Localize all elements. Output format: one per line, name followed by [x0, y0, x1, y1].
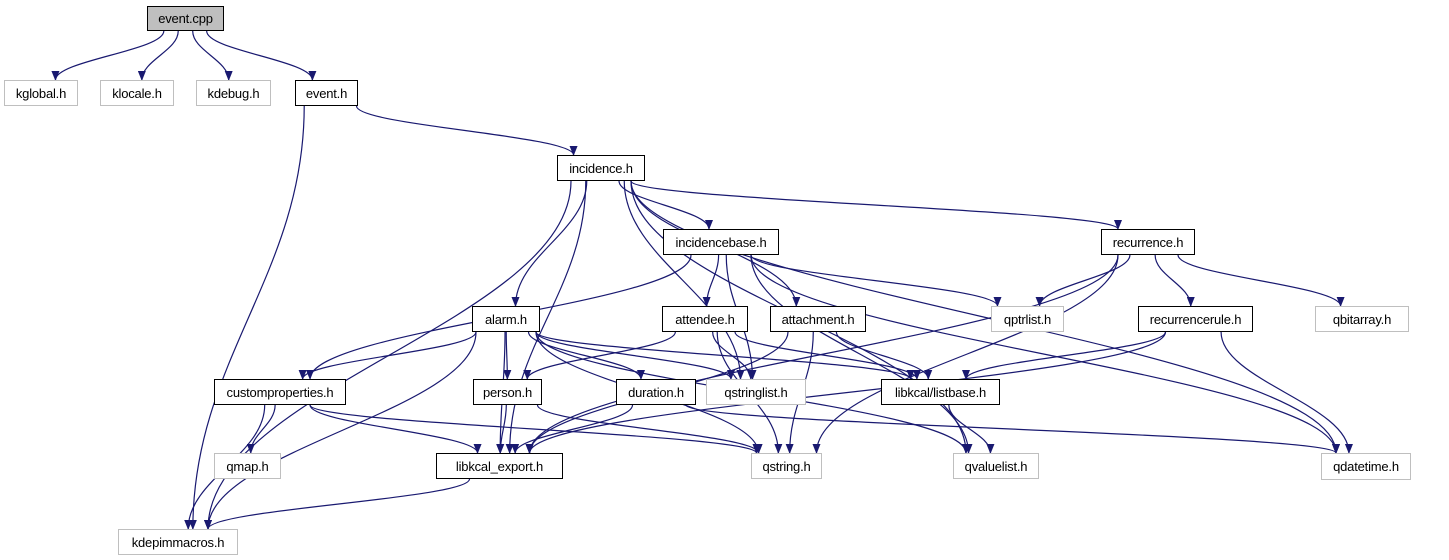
node-listbase[interactable]: libkcal/listbase.h	[881, 379, 1000, 405]
edge-recurrencerule-to-qdatetime	[1220, 331, 1353, 454]
edge-recurrencerule-to-listbase	[962, 331, 1167, 380]
node-kdepimmacros[interactable]: kdepimmacros.h	[118, 529, 238, 555]
edge-event_h-to-incidence	[355, 105, 578, 156]
edge-recurrence-to-qptrlist	[1035, 254, 1131, 307]
edge-recurrence-to-qstring	[812, 254, 1119, 454]
node-qstring[interactable]: qstring.h	[751, 453, 822, 479]
edge-alarm-to-duration	[527, 331, 645, 380]
edge-attendee-to-person	[523, 331, 676, 380]
edge-incidence-to-incidencebase	[618, 180, 713, 230]
edge-incidencebase-to-qdatetime	[750, 254, 1340, 454]
edge-attendee-to-listbase	[734, 331, 921, 380]
node-alarm[interactable]: alarm.h	[472, 306, 540, 332]
edge-incidence-to-alarm	[511, 180, 588, 307]
node-kdebug[interactable]: kdebug.h	[196, 80, 271, 106]
node-person[interactable]: person.h	[473, 379, 542, 405]
edge-person-to-libkcal_export	[496, 404, 507, 454]
edge-event_cpp-to-kglobal	[51, 30, 165, 81]
node-recurrence[interactable]: recurrence.h	[1101, 229, 1195, 255]
edge-event_cpp-to-event_h	[206, 30, 317, 81]
edge-libkcal_export-to-kdepimmacros	[204, 478, 471, 530]
edge-customproperties-to-libkcal_export	[309, 404, 482, 454]
node-incidencebase[interactable]: incidencebase.h	[663, 229, 779, 255]
node-qbitarray[interactable]: qbitarray.h	[1315, 306, 1409, 332]
edge-duration-to-libkcal_export	[511, 404, 634, 454]
node-recurrencerule[interactable]: recurrencerule.h	[1138, 306, 1253, 332]
node-duration[interactable]: duration.h	[616, 379, 696, 405]
node-qstringlist[interactable]: qstringlist.h	[706, 379, 806, 405]
edge-alarm-to-qstringlist	[535, 331, 735, 380]
edge-recurrence-to-libkcal_export	[525, 254, 1119, 454]
node-event-h[interactable]: event.h	[295, 80, 358, 106]
edge-event_cpp-to-kdebug	[192, 30, 233, 81]
edge-recurrence-to-recurrencerule	[1154, 254, 1195, 307]
edge-customproperties-to-qstring	[309, 404, 761, 454]
node-event-cpp[interactable]: event.cpp	[147, 6, 224, 31]
node-qdatetime[interactable]: qdatetime.h	[1321, 453, 1411, 480]
edge-attachment-to-listbase	[835, 331, 933, 380]
edge-incidence-to-recurrence	[630, 180, 1122, 230]
edge-customproperties-to-qmap	[246, 404, 276, 454]
edge-event_cpp-to-klocale	[137, 30, 179, 81]
node-libkcal-export[interactable]: libkcal_export.h	[436, 453, 563, 479]
edge-incidencebase-to-qvaluelist	[750, 254, 973, 454]
edge-alarm-to-customproperties	[298, 331, 477, 380]
node-attachment[interactable]: attachment.h	[770, 306, 866, 332]
node-incidence[interactable]: incidence.h	[557, 155, 645, 181]
edge-incidence-to-libkcal_export	[505, 180, 587, 454]
edge-recurrencerule-to-libkcal_export	[525, 331, 1167, 454]
edge-incidence-to-qdatetime	[630, 180, 1340, 454]
edge-person-to-qstring	[536, 404, 763, 454]
node-qptrlist[interactable]: qptrlist.h	[991, 306, 1064, 332]
edge-event_h-to-kdepimmacros	[188, 105, 305, 530]
edge-recurrence-to-qbitarray	[1177, 254, 1345, 307]
node-customproperties[interactable]: customproperties.h	[214, 379, 346, 405]
node-attendee[interactable]: attendee.h	[662, 306, 748, 332]
edge-attendee-to-qstringlist	[712, 331, 755, 380]
node-kglobal[interactable]: kglobal.h	[4, 80, 78, 106]
edge-incidence-to-qstringlist	[623, 180, 745, 380]
node-klocale[interactable]: klocale.h	[100, 80, 174, 106]
edge-duration-to-qdatetime	[685, 404, 1340, 454]
edge-listbase-to-qvaluelist	[948, 404, 995, 454]
edge-alarm-to-person	[503, 331, 512, 380]
node-qmap[interactable]: qmap.h	[214, 453, 281, 479]
node-qvaluelist[interactable]: qvaluelist.h	[953, 453, 1039, 479]
edge-alarm-to-kdepimmacros	[204, 331, 477, 530]
edge-alarm-to-listbase	[535, 331, 915, 380]
edge-incidencebase-to-qptrlist	[750, 254, 1002, 307]
edge-incidencebase-to-attendee	[702, 254, 720, 307]
